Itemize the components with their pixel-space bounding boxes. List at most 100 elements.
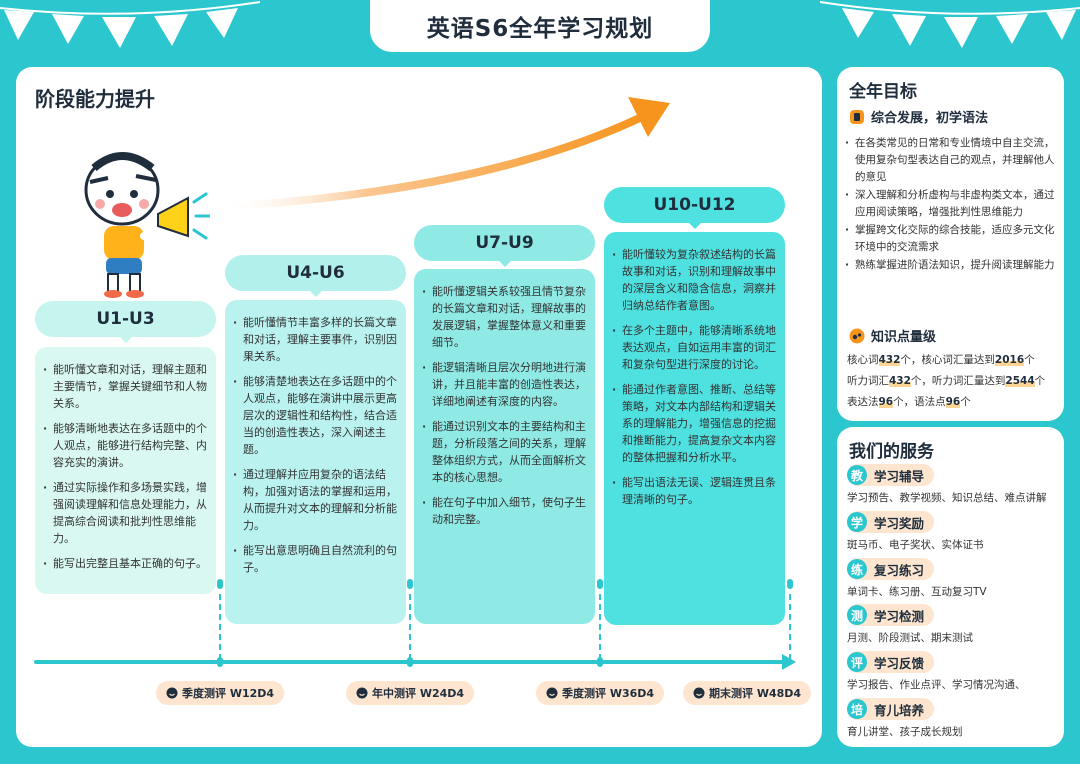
timeline-marker [597,579,603,589]
milestone-badge: 季度测评 W12D4 [156,681,285,705]
service-name: 学习奖励 [874,515,925,531]
service-badge: 练 [847,559,867,579]
annual-goals-panel: 全年目标 综合发展，初学语法 在各类常见的日常和专业情境中自主交流，使用复杂句型… [837,67,1064,421]
timeline-marker [597,657,603,667]
list-item: 能写出意思明确且自然流利的句子。 [233,542,398,576]
timeline-marker [407,657,413,667]
list-item: 能够清楚地表达在多话题中的个人观点，能够在演讲中展示更高层次的逻辑性和结构性，结… [233,373,398,458]
service-badge: 评 [847,652,867,672]
milestone-label: 年中测评 W24D4 [372,687,465,700]
bunting-left-decoration [0,1,260,48]
list-item: 在多个主题中，能够清晰系统地表达观点，自如运用丰富的词汇和复杂句型进行深度的讨论… [612,322,777,373]
service-item: 练复习练习 单词卡、练习册、互动复习TV [847,558,987,599]
service-desc: 单词卡、练习册、互动复习TV [847,586,987,598]
stage-header: U1-U3 [35,301,216,343]
service-item: 学学习奖励 斑马币、电子奖状、实体证书 [847,511,984,552]
timeline-marker [217,657,223,667]
stage-body: 能听懂文章和对话，理解主题和主要情节，掌握关键细节和人物关系。 能够清晰地表达在… [35,347,216,594]
stage-header: U10-U12 [604,187,785,229]
goals-title: 全年目标 [849,82,917,102]
services-title: 我们的服务 [849,442,934,462]
list-item: 能写出完整且基本正确的句子。 [43,555,208,572]
connector-line [789,594,791,660]
connector-line [599,594,601,660]
list-item: 能逻辑清晰且层次分明地进行演讲，并且能丰富的创造性表达，详细地阐述有深度的内容。 [422,359,587,410]
stage-body: 能听懂逻辑关系较强且情节复杂的长篇文章和对话，理解故事的发展逻辑，掌握整体意义和… [414,269,595,624]
service-badge: 培 [847,699,867,719]
core-vocab-line: 核心词432个，核心词汇量达到2016个 [847,354,1035,366]
knowledge-subtitle: 知识点量级 [849,326,936,345]
list-item: 能写出语法无误、逻辑连贯且条理清晰的句子。 [612,474,777,508]
milestone-badge: 期末测评 W48D4 [683,681,812,705]
panel-title: 阶段能力提升 [35,87,155,111]
smile-icon [546,687,558,699]
stage-ability-panel: 阶段能力提升 U1-U3 [16,67,822,747]
book-icon [850,109,864,124]
list-item: 能听懂较为复杂叙述结构的长篇故事和对话，识别和理解故事中的深层含义和隐含信息，洞… [612,246,777,314]
goal-list: 在各类常见的日常和专业情境中自主交流，使用复杂句型表达自己的观点，并理解他人的意… [845,135,1059,275]
service-name: 学习辅导 [874,468,925,484]
milestone-label: 期末测评 W48D4 [709,687,802,700]
smile-icon [693,687,705,699]
smile-icon [356,687,368,699]
stage-body: 能听懂较为复杂叙述结构的长篇故事和对话，识别和理解故事中的深层含义和隐含信息，洞… [604,232,785,625]
list-item: 通过实际操作和多场景实践，增强阅读理解和信息处理能力，从提高综合阅读和批判性思维… [43,479,208,547]
milestone-label: 季度测评 W36D4 [562,687,655,700]
timeline-marker [787,579,793,589]
stage-label: U1-U3 [96,309,155,329]
service-badge: 教 [847,465,867,485]
stage-label: U7-U9 [475,233,534,253]
list-item: 掌握跨文化交际的综合技能，适应多元文化环境中的交流需求 [845,222,1059,256]
list-item: 在各类常见的日常和专业情境中自主交流，使用复杂句型表达自己的观点，并理解他人的意… [845,135,1059,186]
page-title: 英语S6全年学习规划 [426,16,654,42]
listening-vocab-line: 听力词汇432个，听力词汇量达到2544个 [847,375,1046,387]
weight-icon [849,328,865,343]
zebra-mascot-icon [84,152,210,298]
service-item: 评学习反馈 学习报告、作业点评、学习情况沟通、 [847,651,1026,692]
service-name: 学习检测 [874,608,925,624]
timeline-marker [217,579,223,589]
service-name: 复习练习 [874,562,925,578]
services-panel: 我们的服务 教学习辅导 学习预告、教学视频、知识总结、难点讲解 学学习奖励 斑马… [837,427,1064,747]
list-item: 熟练掌握进阶语法知识，提升阅读理解能力 [845,257,1059,274]
timeline-marker [407,579,413,589]
list-item: 能听懂逻辑关系较强且情节复杂的长篇文章和对话，理解故事的发展逻辑，掌握整体意义和… [422,283,587,351]
stage-header: U7-U9 [414,225,595,267]
list-item: 能通过作者意图、推断、总结等策略，对文本内部结构和逻辑关系的理解能力，增强信息的… [612,381,777,466]
service-desc: 学习报告、作业点评、学习情况沟通、 [847,679,1026,691]
goals-subtitle: 综合发展，初学语法 [849,107,988,126]
page-title-tab: 英语S6全年学习规划 [370,0,710,52]
service-badge: 测 [847,605,867,625]
stage-label: U4-U6 [286,263,345,283]
service-desc: 斑马币、电子奖状、实体证书 [847,539,984,551]
expression-line: 表达法96个，语法点96个 [847,396,971,408]
list-item: 能够清晰地表达在多话题中的个人观点，能够进行结构完整、内容充实的演讲。 [43,420,208,471]
service-name: 育儿培养 [874,702,925,718]
milestone-badge: 年中测评 W24D4 [346,681,475,705]
stage-body: 能听懂情节丰富多样的长篇文章和对话，理解主要事件，识别因果关系。 能够清楚地表达… [225,300,406,624]
service-desc: 月测、阶段测试、期末测试 [847,632,973,644]
service-item: 培育儿培养 育儿讲堂、孩子成长规划 [847,698,963,739]
connector-line [409,594,411,660]
service-desc: 学习预告、教学视频、知识总结、难点讲解 [847,492,1047,504]
list-item: 能听懂情节丰富多样的长篇文章和对话，理解主要事件，识别因果关系。 [233,314,398,365]
bunting-right-decoration [820,1,1080,48]
service-name: 学习反馈 [874,655,925,671]
connector-line [219,594,221,660]
milestone-badge: 季度测评 W36D4 [536,681,665,705]
service-item: 教学习辅导 学习预告、教学视频、知识总结、难点讲解 [847,464,1047,505]
service-item: 测学习检测 月测、阶段测试、期末测试 [847,604,973,645]
list-item: 能通过识别文本的主要结构和主题，分析段落之间的关系，理解整体组织方式，从而全面解… [422,418,587,486]
milestone-label: 季度测评 W12D4 [182,687,275,700]
stage-header: U4-U6 [225,255,406,297]
list-item: 通过理解并应用复杂的语法结构，加强对语法的掌握和运用，从而提升对文本的理解和分析… [233,466,398,534]
list-item: 能听懂文章和对话，理解主题和主要情节，掌握关键细节和人物关系。 [43,361,208,412]
timeline-arrow [34,654,804,670]
service-desc: 育儿讲堂、孩子成长规划 [847,726,963,738]
service-badge: 学 [847,512,867,532]
stage-label: U10-U12 [653,195,736,215]
vocab-stats: 核心词432个，核心词汇量达到2016个 听力词汇432个，听力词汇量达到254… [847,350,1063,413]
list-item: 能在句子中加入细节，使句子生动和完整。 [422,494,587,528]
growth-arrow-icon [212,97,670,211]
list-item: 深入理解和分析虚构与非虚构类文本，通过应用阅读策略，增强批判性思维能力 [845,187,1059,221]
